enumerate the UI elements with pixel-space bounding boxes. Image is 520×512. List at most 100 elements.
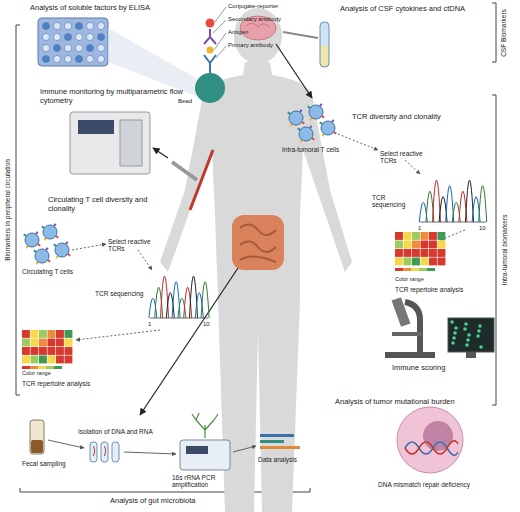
data-bar [260, 434, 294, 437]
step-label: 16s rRNA PCR amplification [172, 474, 242, 489]
microscope-stage [392, 332, 422, 336]
well [75, 55, 82, 62]
color-scale [38, 366, 46, 369]
microscope-arm [405, 302, 420, 352]
bracket-label: Intra-tumoral biomarkers [501, 100, 508, 400]
well [97, 22, 104, 29]
bracket-label: Biomarkers in peripheral circulation [4, 25, 11, 395]
well [97, 33, 104, 40]
step-label: Fecal sampling [22, 460, 82, 467]
step-label: Select reactive TCRs [108, 238, 168, 253]
heatmap-cell [48, 347, 56, 355]
bracket-line [492, 3, 496, 62]
bead [195, 73, 225, 103]
chromatogram-axis [420, 222, 486, 223]
heatmap-cell [39, 347, 47, 355]
cytometer-panel [120, 120, 142, 166]
step-label: TCR sequencing [372, 194, 418, 209]
heatmap-cell [438, 241, 446, 249]
primary-antibody [204, 55, 216, 73]
human-body [160, 62, 352, 512]
dashed-arrows [72, 134, 465, 340]
heatmap-cell [39, 339, 47, 347]
t-cell [35, 249, 49, 263]
color-scale [22, 366, 30, 369]
dashed-arrow [138, 250, 152, 270]
stained-cell [479, 345, 483, 349]
section-title: Analysis of soluble factors by ELISA [30, 4, 200, 13]
heatmap-cell [22, 339, 30, 347]
csf-tube [320, 22, 329, 67]
heatmap-cell [39, 356, 47, 364]
arrow [153, 148, 168, 158]
heatmap-cell [65, 330, 73, 338]
t-cell [321, 121, 335, 135]
well [64, 55, 71, 62]
stained-cell [467, 333, 471, 337]
part-label: Antigen [228, 29, 318, 36]
needle [283, 32, 318, 38]
microscope-tube [392, 297, 411, 327]
conjugate-reporter [206, 19, 215, 28]
heatmap-cell [395, 258, 403, 266]
section-title: Analysis of CSF cytokines and ctDNA [340, 5, 490, 14]
stained-cell [477, 329, 481, 333]
step-arrow [233, 446, 256, 452]
well [53, 22, 60, 29]
heatmap-cell [395, 241, 403, 249]
heatmap-cell [31, 356, 39, 364]
well [42, 55, 49, 62]
phylo-tree [192, 413, 218, 438]
tumor-cell [397, 407, 463, 473]
heatmap-cell [429, 241, 437, 249]
brain-fold [246, 23, 270, 28]
section-title: Immune monitoring by multiparametric flo… [40, 88, 190, 105]
well [86, 22, 93, 29]
flow-cytometer [70, 112, 150, 174]
intestine [232, 215, 284, 270]
well [64, 33, 71, 40]
dashed-arrow [338, 134, 378, 150]
leader-line [213, 20, 226, 33]
step-label: Data analysis [258, 456, 308, 463]
well [42, 44, 49, 51]
cell-label: Circulating T cells [22, 268, 82, 275]
bracket-line [492, 95, 496, 405]
t-cell [25, 233, 39, 247]
stained-cell [450, 320, 454, 324]
well [64, 22, 71, 29]
dna-symbol [94, 446, 106, 456]
stained-cell [452, 336, 456, 340]
heatmap-cell [31, 347, 39, 355]
step-arrow [48, 440, 84, 448]
color-scale [30, 366, 38, 369]
dna-strand [405, 441, 458, 454]
axis-number: 10 [479, 225, 493, 232]
axis-number: 1 [418, 225, 430, 232]
section-title: Analysis of tumor mutational burden [335, 398, 505, 407]
monitor-stand [466, 352, 476, 358]
arrow [276, 44, 312, 98]
fecal-tube [30, 420, 44, 454]
heatmap-cell [65, 356, 73, 364]
monitor [448, 318, 494, 352]
stained-cell [463, 327, 467, 331]
dashed-arrow [72, 244, 106, 250]
step-label: TCR repertoire analysis [22, 380, 122, 387]
heatmap-cell [438, 258, 446, 266]
heatmap-cell [438, 249, 446, 257]
heatmap-cell [395, 232, 403, 240]
heatmap-cell [48, 339, 56, 347]
t-cell [299, 127, 313, 141]
section-title: Immune scoring [392, 364, 462, 373]
csf-liquid [321, 45, 328, 66]
arrow [140, 268, 238, 415]
stained-cell [454, 326, 458, 330]
chromatogram-axis [150, 318, 208, 319]
well [86, 44, 93, 51]
thermocycler [180, 440, 230, 470]
well [86, 33, 93, 40]
chromatogram-peak [479, 186, 487, 222]
antigen [207, 47, 214, 54]
